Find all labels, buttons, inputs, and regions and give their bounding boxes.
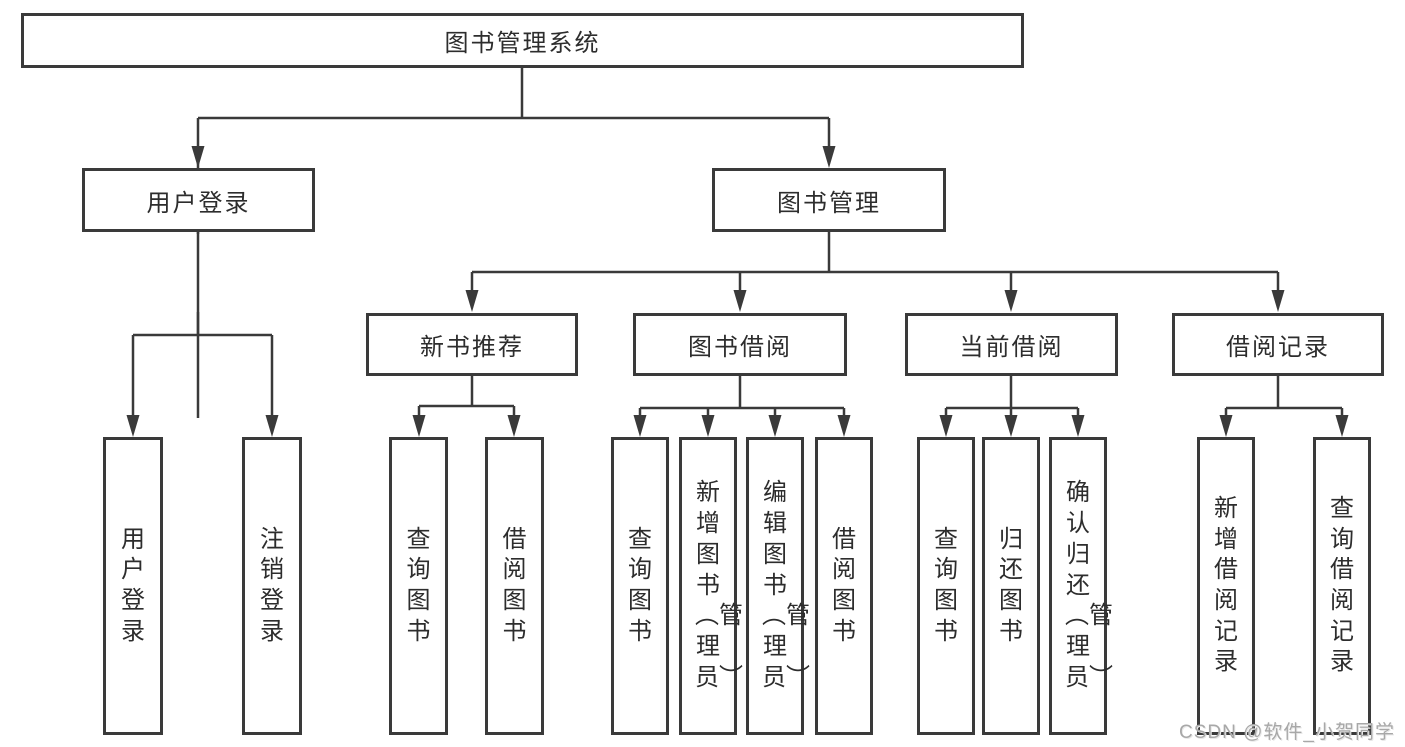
leaf-logout: 注销登录 <box>242 437 302 735</box>
node-book-management-label: 图书管理 <box>777 189 881 217</box>
node-book-management: 图书管理 <box>712 168 946 232</box>
leaf-edit-books-admin: 编辑图书︵管理员︶ <box>746 437 810 735</box>
node-current-borrowing: 当前借阅 <box>905 313 1118 376</box>
leaf-query-books-2: 查询图书 <box>611 437 669 735</box>
leaf-borrow-books-2: 借阅图书 <box>815 437 873 735</box>
leaf-add-books-admin-label: 新增图书︵管理员︶ <box>695 479 743 691</box>
leaf-user-login-label: 用户登录 <box>121 525 145 645</box>
node-borrowing-records: 借阅记录 <box>1172 313 1384 376</box>
node-book-borrowing: 图书借阅 <box>633 313 847 376</box>
node-borrowing-records-label: 借阅记录 <box>1226 334 1330 361</box>
csdn-watermark: CSDN @软件_小贺同学 <box>1179 722 1395 743</box>
leaf-query-borrow-record-label: 查询借阅记录 <box>1330 494 1354 676</box>
leaf-edit-books-admin-label: 编辑图书︵管理员︶ <box>762 479 810 691</box>
node-user-login-label: 用户登录 <box>146 189 251 217</box>
leaf-query-books-3-label: 查询图书 <box>934 525 958 645</box>
leaf-query-borrow-record: 查询借阅记录 <box>1313 437 1371 735</box>
leaf-query-books-3: 查询图书 <box>917 437 975 735</box>
leaf-borrow-books-1-label: 借阅图书 <box>502 525 527 645</box>
node-new-book-recommend-label: 新书推荐 <box>420 334 524 361</box>
leaf-user-login: 用户登录 <box>103 437 163 735</box>
leaf-borrow-books-1: 借阅图书 <box>485 437 544 735</box>
leaf-borrow-books-2-label: 借阅图书 <box>832 525 856 645</box>
node-root: 图书管理系统 <box>21 13 1024 68</box>
leaf-return-books: 归还图书 <box>982 437 1040 735</box>
leaf-query-books-2-label: 查询图书 <box>628 525 652 645</box>
node-current-borrowing-label: 当前借阅 <box>959 334 1064 361</box>
node-user-login: 用户登录 <box>82 168 315 232</box>
node-new-book-recommend: 新书推荐 <box>366 313 578 376</box>
leaf-query-books-1: 查询图书 <box>389 437 448 735</box>
leaf-add-borrow-record: 新增借阅记录 <box>1197 437 1255 735</box>
node-root-label: 图书管理系统 <box>444 30 601 57</box>
leaf-add-books-admin: 新增图书︵管理员︶ <box>679 437 743 735</box>
node-book-borrowing-label: 图书借阅 <box>688 334 792 361</box>
leaf-logout-label: 注销登录 <box>260 525 284 645</box>
arrowheads <box>126 146 1349 437</box>
leaf-add-borrow-record-label: 新增借阅记录 <box>1214 494 1238 676</box>
leaf-return-books-label: 归还图书 <box>999 525 1023 645</box>
leaf-confirm-return-admin-label: 确认归还︵管理员︶ <box>1065 479 1113 691</box>
leaf-confirm-return-admin: 确认归还︵管理员︶ <box>1049 437 1113 735</box>
leaf-query-books-1-label: 查询图书 <box>406 525 431 645</box>
